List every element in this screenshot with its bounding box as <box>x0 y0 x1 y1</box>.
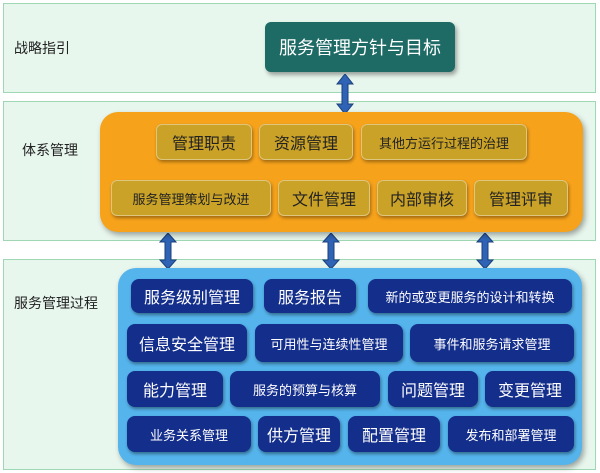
management-review-box: 管理评审 <box>474 180 568 216</box>
info-security-box: 信息安全管理 <box>127 324 247 362</box>
configuration-management-box: 配置管理 <box>348 416 440 452</box>
internal-audit-box: 内部审核 <box>377 180 467 216</box>
change-management-box: 变更管理 <box>485 371 575 407</box>
double-arrow-icon <box>159 233 177 269</box>
resource-management-box: 资源管理 <box>259 124 353 160</box>
policy-objectives-box: 服务管理方针与目标 <box>265 22 455 72</box>
availability-continuity-box: 可用性与连续性管理 <box>255 324 403 362</box>
release-deployment-box: 发布和部署管理 <box>448 416 574 452</box>
service-level-box: 服务级别管理 <box>131 279 253 313</box>
strategy-label: 战略指引 <box>14 41 70 57</box>
service-design-transition-box: 新的或变更服务的设计和转换 <box>368 279 572 313</box>
planning-improvement-box: 服务管理策划与改进 <box>111 180 271 216</box>
problem-management-box: 问题管理 <box>388 371 478 407</box>
double-arrow-icon <box>476 233 494 269</box>
double-arrow-icon <box>322 233 340 269</box>
management-responsibility-box: 管理职责 <box>156 124 252 160</box>
system-label: 体系管理 <box>22 143 78 159</box>
supplier-management-box: 供方管理 <box>258 416 340 452</box>
service-report-box: 服务报告 <box>264 279 356 313</box>
incident-request-box: 事件和服务请求管理 <box>410 324 574 362</box>
capacity-box: 能力管理 <box>127 371 223 407</box>
document-management-box: 文件管理 <box>278 180 370 216</box>
process-label: 服务管理过程 <box>14 296 98 312</box>
third-party-governance-box: 其他方运行过程的治理 <box>361 124 527 160</box>
budget-accounting-box: 服务的预算与核算 <box>230 371 380 407</box>
business-relationship-box: 业务关系管理 <box>127 416 251 452</box>
double-arrow-icon <box>336 74 354 114</box>
